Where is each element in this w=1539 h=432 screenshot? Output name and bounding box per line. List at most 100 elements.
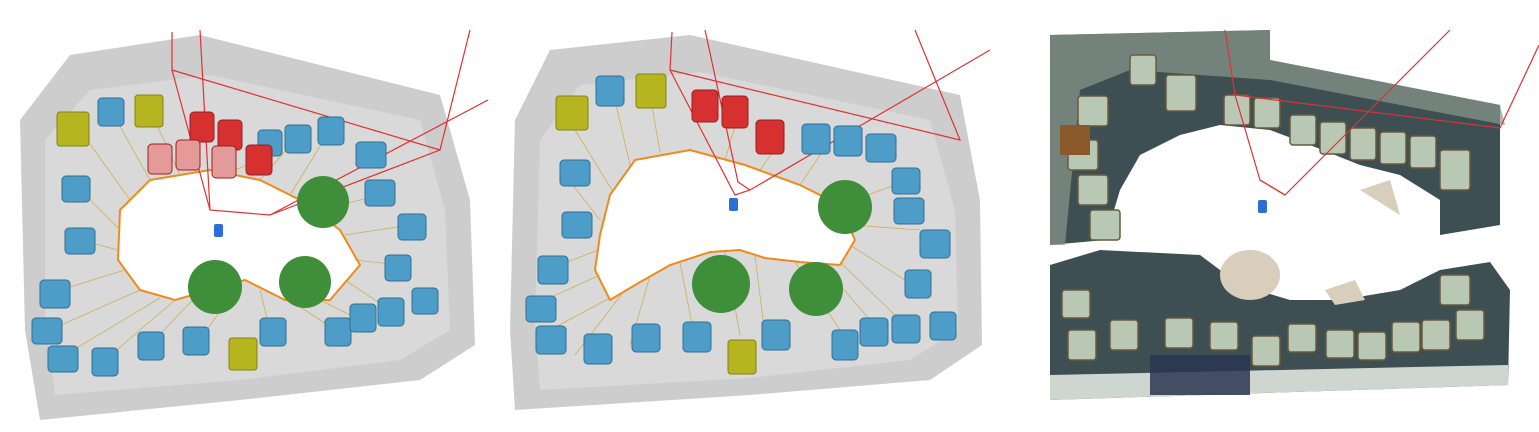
table-icon [188,260,242,314]
chair-icon [61,175,91,203]
point-cloud-reconstruction [1050,29,1539,400]
chair-icon [1289,114,1317,146]
table-icon [1360,180,1400,215]
camera-icon [1258,200,1267,213]
chair-icon [891,167,921,195]
chair-icon [355,141,387,169]
chair-icon [721,95,749,129]
chair-icon [137,331,165,361]
panel-middle [500,0,1020,432]
chair-icon [211,145,237,179]
chair-icon [1439,149,1471,191]
chair-icon [91,347,119,377]
chair-icon [1109,319,1139,351]
table-icon [692,255,750,313]
chair-icon [1251,335,1281,367]
chairs-upper-row [1067,54,1471,241]
upper-room-walls [1050,30,1505,245]
chair-icon [1379,131,1407,165]
chair-icon [537,255,569,285]
chair-icon [682,321,712,353]
chair-icon [1165,74,1197,112]
free-space-region [595,150,855,300]
chair-icon [635,73,667,109]
chair-icon [411,287,439,315]
chair-icon [1164,317,1194,349]
chairs-yellow [56,94,258,371]
scene-graph-left [20,29,489,420]
chair-icon [801,123,831,155]
chair-icon [1421,319,1451,351]
chair-icon [1439,274,1471,306]
table-icon [1325,280,1365,305]
chair-icon [727,339,757,375]
table-icon [297,176,349,228]
chair-icon [595,75,625,107]
chair-icon [1209,321,1239,351]
chair-icon [891,314,921,344]
chair-icon [1455,309,1485,341]
table-icon [279,256,331,308]
chair-icon [259,317,287,347]
chair-icon [561,211,593,239]
chairs-yellow [555,73,757,375]
chair-icon [1067,329,1097,361]
camera-icon [729,198,738,211]
chair-icon [831,329,859,361]
panel-right [1020,0,1539,432]
chair-icon [865,133,897,163]
chair-icon [64,227,96,255]
wooden-cabinet [1060,125,1090,155]
table-icon [818,180,872,234]
chair-icon [134,94,164,128]
chair-icon [397,213,427,241]
chair-icon [1129,54,1157,86]
chair-icon [919,229,951,259]
chair-icon [1077,95,1109,127]
chair-icon [31,317,63,345]
chair-icon [189,111,215,143]
chair-icon [904,269,932,299]
chair-icon [1287,323,1317,353]
chair-icon [182,326,210,356]
chair-icon [1319,121,1347,155]
chairs-red [147,111,273,179]
chair-icon [1357,331,1387,361]
chairs-blue [31,97,439,377]
chair-icon [691,89,719,123]
chair-icon [39,279,71,309]
chair-icon [1223,94,1251,126]
chair-icon [1253,97,1281,129]
chair-icon [147,143,173,175]
chairs-blue [525,75,957,365]
chair-icon [929,311,957,341]
chair-icon [97,97,125,127]
chair-icon [1089,209,1121,241]
chair-icon [1349,127,1377,161]
exploration-path [593,148,857,302]
chair-icon [377,297,405,327]
chair-icon [47,345,79,373]
chair-icon [228,337,258,371]
table-icon [1220,250,1280,300]
chair-icon [761,319,791,351]
chair-icon [555,95,589,131]
chair-icon [284,124,312,154]
chair-icon [175,139,201,171]
chair-icon [364,179,396,207]
camera-icon [214,224,223,237]
chair-icon [535,325,567,355]
chair-icon [893,197,925,225]
chair-icon [1061,289,1091,319]
chair-icon [631,323,661,353]
chairs-lower-row [1061,274,1485,367]
table-icon [789,262,843,316]
camera-frustum [1224,29,1539,196]
chairs-red [691,89,785,155]
chair-icon [384,254,412,282]
chair-icon [859,317,889,347]
chair-icon [245,144,273,176]
dark-furniture [1150,355,1250,395]
chair-icon [56,111,90,147]
chair-icon [1077,174,1109,206]
